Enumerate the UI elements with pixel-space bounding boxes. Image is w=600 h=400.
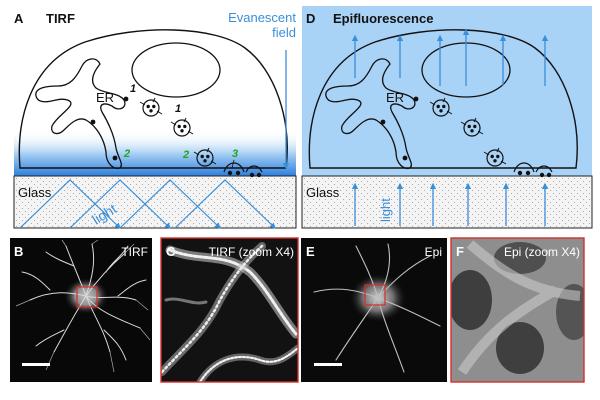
fusion-dot [525,170,531,176]
panel-d-title: Epifluorescence [333,11,433,26]
dendrites [313,243,441,373]
micrograph-e-caption: Epi [425,245,442,259]
nucleus [131,42,221,98]
scale-bar [314,363,342,366]
panel-d-epi: ER D Epifluorescence Glass [301,6,593,229]
er-label: ER [96,90,114,105]
light-rays [19,179,276,229]
marker-1b: 1 [175,103,181,115]
fusion-arc [245,165,263,173]
micrograph-e-epi: E Epi [301,238,447,382]
glass-label: Glass [18,185,52,200]
er-network [35,58,126,170]
zoom-region-box [76,286,98,308]
panel-frame [450,237,585,383]
fusion-dot [227,170,233,176]
fusion-dot [249,172,255,178]
fusion-arc [535,165,553,173]
light-label: light [378,198,393,222]
micrograph-e-letter: E [306,244,315,259]
panel-d-letter: D [306,11,315,26]
micrograph-f-letter: F [456,244,464,259]
micrograph-f-epi-zoom: F Epi (zoom X4) [450,237,585,383]
dark-region [494,242,546,274]
marker-3: 3 [232,148,238,160]
fusion-dot [256,172,262,178]
marker-2a: 2 [123,148,130,160]
micrograph-b-letter: B [14,244,23,259]
micrograph-b-tirf: B TIRF [10,238,152,382]
panel-frame [160,237,299,383]
panel-a-title: TIRF [46,11,75,26]
zoomed-processes [161,242,298,382]
er-particle [112,155,118,161]
er-particle [413,96,419,102]
fusion-dot [235,170,241,176]
evanescent-label-line2: field [272,25,296,40]
glass-slab [301,175,593,229]
marker-1a: 1 [130,83,136,95]
zoom-region-box [364,284,386,306]
er-particle [123,96,129,102]
micrograph-f-caption: Epi (zoom X4) [504,245,580,259]
er-label: ER [386,90,404,105]
panel-a-letter: A [14,11,24,26]
er-particle [380,119,386,125]
fusion-dot [517,170,523,176]
dark-region [451,270,492,330]
dendrites [21,243,147,361]
marker-3-pointer [231,159,235,169]
micrograph-b-caption: TIRF [121,245,148,259]
dark-region [496,322,544,374]
fusion-dot [546,172,552,178]
bright-haze [457,240,581,375]
fusion-dot [539,172,545,178]
marker-2b: 2 [182,149,189,161]
evanescent-field [14,130,296,176]
micrograph-c-caption: TIRF (zoom X4) [209,245,294,259]
glass-label: Glass [306,185,340,200]
dendrites-fine [15,239,151,373]
er-particle [402,155,408,161]
evanescent-label-line1: Evanescent [228,10,296,25]
cell-outline [18,29,288,169]
glass-slab [13,175,297,229]
epi-light-arrows [351,28,549,226]
scale-bar [22,363,50,366]
fusion-arc [223,162,245,173]
panel-a-tirf: ER A TIRF Evanescent field Glass light [13,10,297,229]
micrograph-c-letter: C [166,244,176,259]
er-particle [90,119,96,125]
vesicle [139,97,163,117]
er-network [325,58,416,170]
fusion-arc [513,162,535,173]
micrograph-c-tirf-zoom: C TIRF (zoom X4) [160,237,299,383]
